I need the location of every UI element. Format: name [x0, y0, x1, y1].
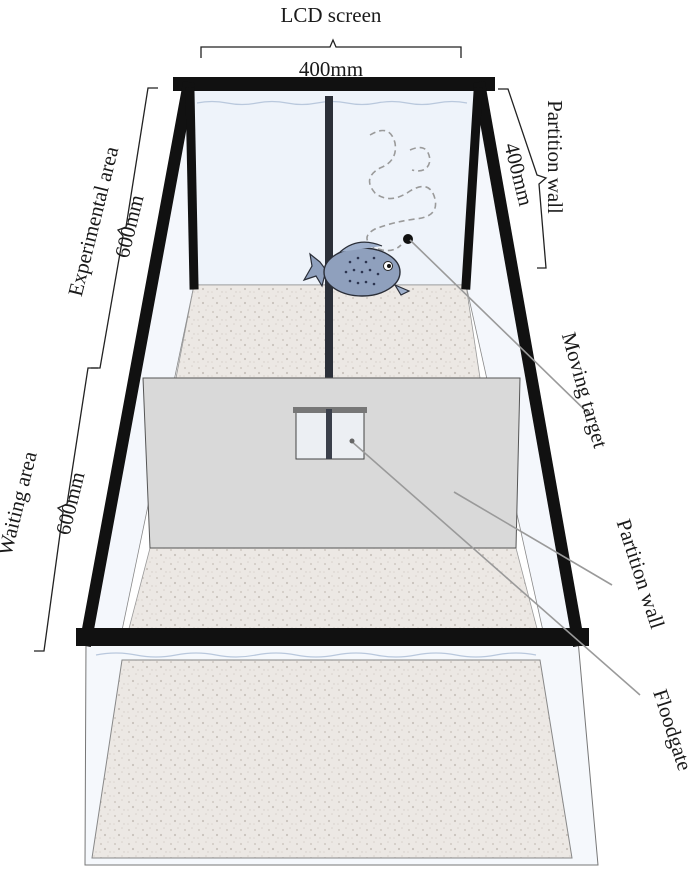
target-trajectory	[366, 129, 437, 252]
leader-lines	[349, 239, 641, 696]
waiting-length-label: 600mm	[51, 469, 90, 537]
waiting-area-label: Waiting area	[0, 448, 42, 557]
dimension-brackets	[34, 38, 548, 652]
experimental-area-label: Experimental area	[63, 143, 124, 298]
fish-icon	[302, 241, 411, 297]
lcd-screen-label: LCD screen	[281, 3, 382, 27]
partition-wall-top-label: Partition wall	[543, 100, 567, 214]
partition-wall-mid-label: Partition wall	[612, 516, 670, 632]
tank-frame	[76, 77, 589, 647]
partition-wall	[142, 377, 521, 549]
gravel-floor	[91, 284, 573, 859]
lcd-width-label: 400mm	[299, 57, 363, 81]
experimental-length-label: 600mm	[110, 192, 149, 260]
floodgate-label: Floodgate	[648, 686, 690, 773]
